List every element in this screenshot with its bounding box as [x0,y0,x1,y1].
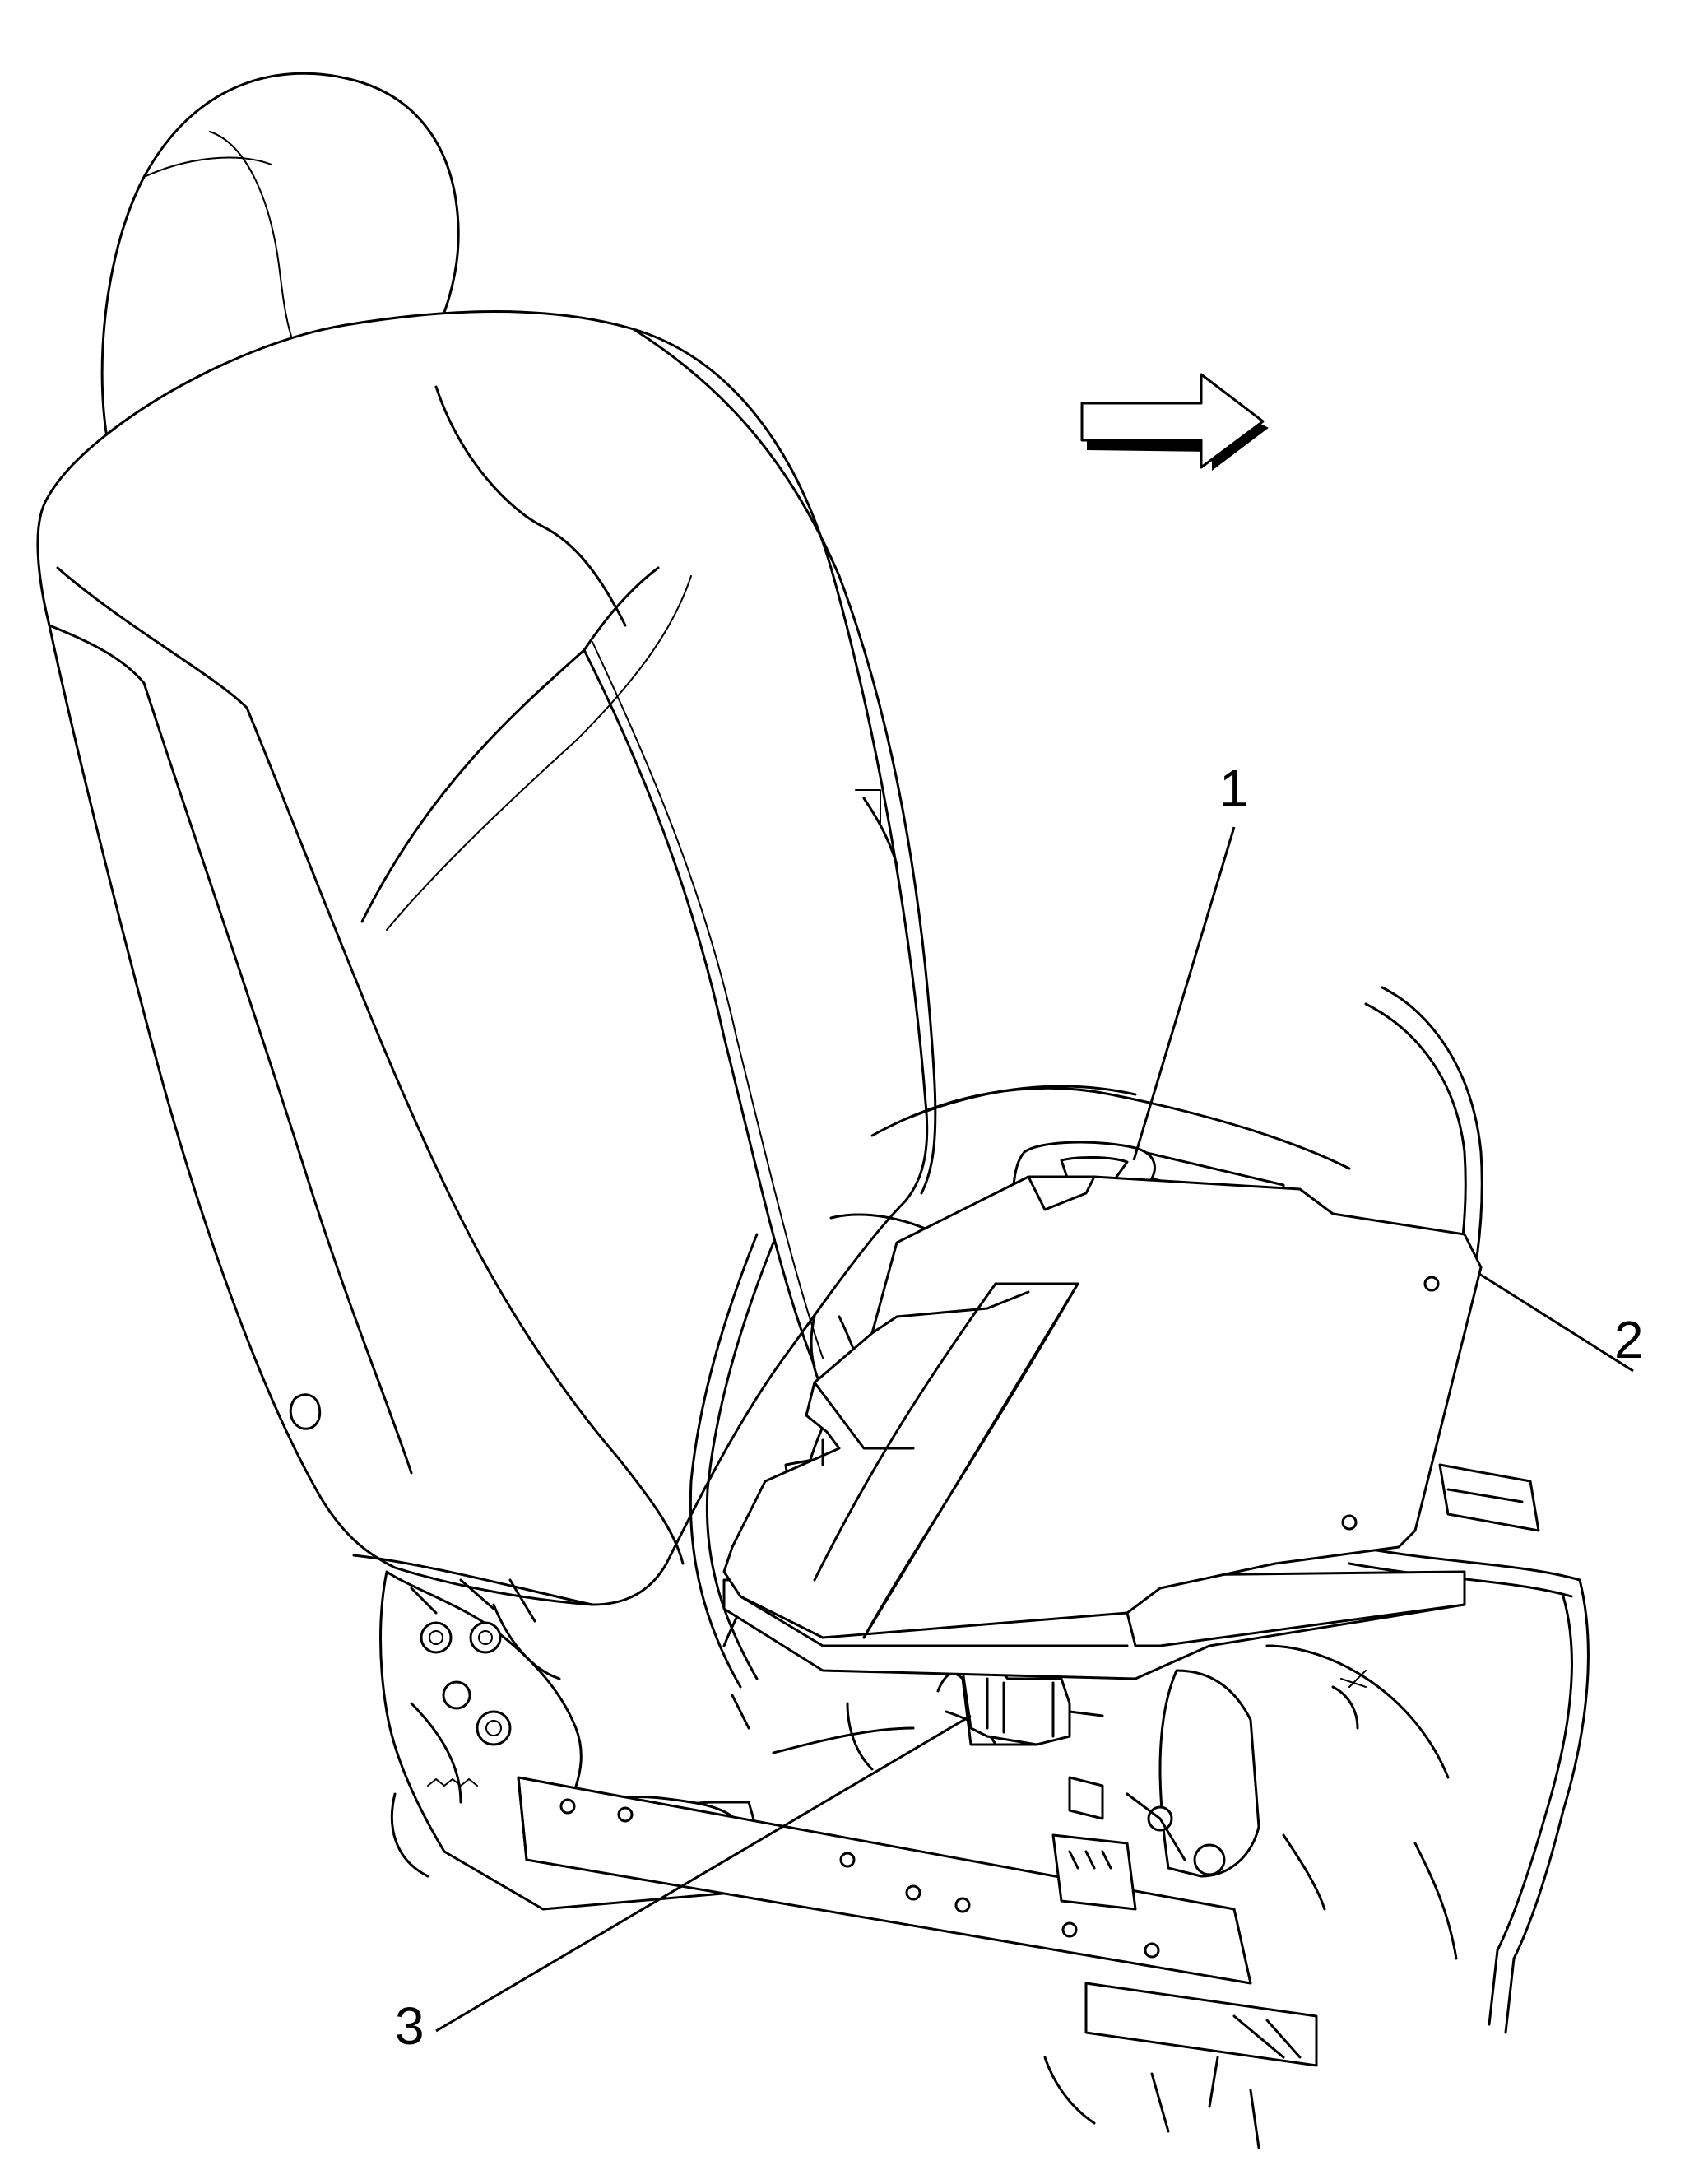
leader-line-2 [1478,1272,1634,1373]
leader-line-1 [1132,826,1236,1161]
leader-line-3 [435,1714,972,2033]
seat-back [36,310,937,1606]
callout-number-2: 2 [1614,1310,1644,1369]
callout-leaders [435,826,1634,2033]
arrow-right-icon [1080,373,1269,472]
callout-numbers: 1 2 3 [395,759,1644,2056]
seat-cushion-sensor-pad [722,1175,1483,1680]
callout-number-3: 3 [395,1996,425,2056]
callout-number-1: 1 [1219,759,1249,818]
